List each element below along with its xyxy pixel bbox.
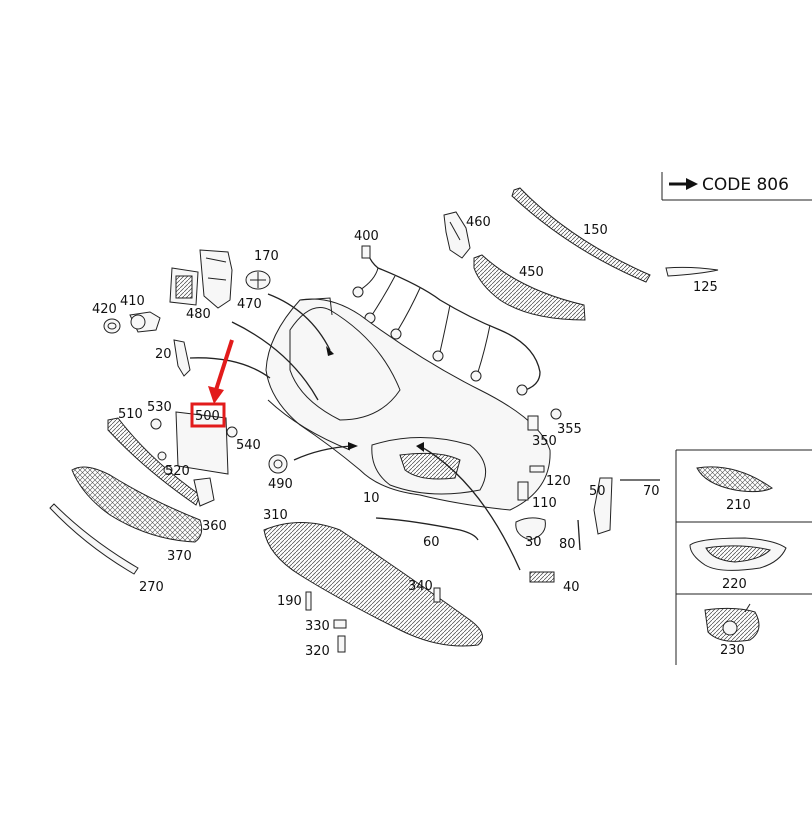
label-60: 60 — [423, 535, 440, 550]
right-arrow-icon — [669, 178, 698, 190]
label-355: 355 — [557, 422, 582, 437]
label-410: 410 — [120, 294, 145, 309]
part-310-underbody-panel — [263, 522, 483, 647]
part-340-bolt — [433, 587, 441, 603]
label-320: 320 — [305, 644, 330, 659]
part-150-upper-strip — [511, 187, 651, 283]
label-350: 350 — [532, 434, 557, 449]
label-340: 340 — [408, 579, 433, 594]
label-460: 460 — [466, 215, 491, 230]
part-170-star-emblem — [245, 270, 271, 290]
label-50: 50 — [589, 484, 606, 499]
part-125-small-trim — [665, 266, 719, 277]
label-220: 220 — [722, 577, 747, 592]
part-355-clip — [550, 408, 562, 420]
part-360-bracket — [193, 477, 215, 507]
part-80-bolt — [577, 519, 581, 551]
label-170: 170 — [254, 249, 279, 264]
label-80: 80 — [559, 537, 576, 552]
part-460-bracket — [443, 211, 471, 259]
part-20-small-bracket — [173, 339, 191, 377]
label-490: 490 — [268, 477, 293, 492]
code-legend: CODE 806 — [661, 172, 812, 201]
label-360: 360 — [202, 519, 227, 534]
label-400: 400 — [354, 229, 379, 244]
label-210: 210 — [726, 498, 751, 513]
part-220-trim-frame — [689, 537, 787, 571]
part-30-cover — [515, 517, 546, 541]
label-500: 500 — [195, 409, 220, 424]
part-530-clip — [150, 418, 162, 430]
label-520: 520 — [165, 464, 190, 479]
part-320-screw — [337, 635, 346, 653]
label-30: 30 — [525, 535, 542, 550]
label-40: 40 — [563, 580, 580, 595]
label-20: 20 — [155, 347, 172, 362]
label-420: 420 — [92, 302, 117, 317]
highlight-box — [190, 402, 226, 428]
label-370: 370 — [167, 549, 192, 564]
label-480: 480 — [186, 307, 211, 322]
label-330: 330 — [305, 619, 330, 634]
part-420-ring — [103, 318, 121, 334]
label-530: 530 — [147, 400, 172, 415]
part-10-bumper-cover — [265, 297, 551, 511]
label-190: 190 — [277, 594, 302, 609]
label-10: 10 — [363, 491, 380, 506]
label-70: 70 — [643, 484, 660, 499]
part-210-grille-insert — [696, 466, 773, 493]
part-510-side-strip — [107, 417, 201, 506]
part-40-spring-clip — [529, 571, 555, 583]
part-120-bolt — [529, 465, 545, 473]
label-120: 120 — [546, 474, 571, 489]
part-480-sensor-module — [169, 267, 199, 306]
part-350-clip — [527, 415, 539, 431]
part-370-lower-grille — [71, 466, 203, 543]
part-470-bracket — [199, 249, 233, 309]
part-450-lower-strip — [473, 254, 586, 321]
leader-lines — [189, 293, 521, 571]
part-60-cable — [375, 517, 479, 541]
part-330-clip — [333, 619, 347, 629]
part-410-sensor — [129, 311, 161, 333]
code-legend-text: CODE 806 — [702, 175, 789, 195]
variant-panel — [675, 449, 812, 665]
label-150: 150 — [583, 223, 608, 238]
part-110-clip — [517, 481, 529, 501]
label-310: 310 — [263, 508, 288, 523]
label-110: 110 — [532, 496, 557, 511]
part-520-screw — [157, 451, 173, 475]
part-540-clip — [226, 426, 238, 438]
part-labels: 500 10 20 30 40 50 60 70 80 110 120 125 … — [92, 215, 751, 659]
red-pointer-arrow-icon — [208, 339, 234, 404]
label-540: 540 — [236, 438, 261, 453]
label-125: 125 — [693, 280, 718, 295]
label-230: 230 — [720, 643, 745, 658]
part-270-trim-strip — [49, 503, 139, 575]
part-400-wiring-harness — [352, 245, 541, 396]
part-490-sensor — [268, 454, 288, 474]
label-450: 450 — [519, 265, 544, 280]
part-190-bolt — [305, 591, 312, 611]
label-470: 470 — [237, 297, 262, 312]
part-50-bracket — [593, 477, 613, 535]
label-270: 270 — [139, 580, 164, 595]
label-510: 510 — [118, 407, 143, 422]
part-230-fog-frame — [704, 603, 760, 642]
